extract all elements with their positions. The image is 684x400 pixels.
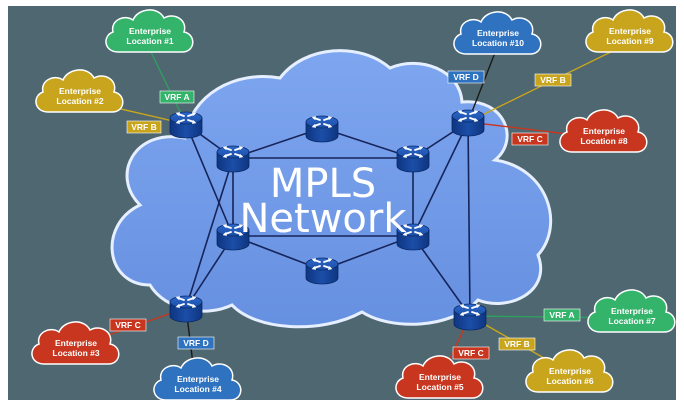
enterprise-location: Enterprise Location #4 bbox=[153, 357, 242, 400]
svg-text:Location #1: Location #1 bbox=[126, 36, 174, 46]
svg-text:VRF D: VRF D bbox=[183, 338, 209, 348]
svg-text:Location #8: Location #8 bbox=[580, 136, 628, 146]
router-core-icon bbox=[305, 115, 339, 143]
vrf-tag: VRF A bbox=[159, 90, 195, 104]
vrf-tag: VRF C bbox=[109, 318, 147, 332]
vrf-tag: VRF B bbox=[498, 337, 536, 351]
vrf-tag: VRF D bbox=[447, 70, 485, 84]
mpls-cloud bbox=[110, 49, 553, 329]
svg-text:Enterprise: Enterprise bbox=[549, 366, 591, 376]
svg-text:VRF B: VRF B bbox=[131, 122, 157, 132]
router-core-icon bbox=[216, 145, 250, 173]
svg-text:Location #10: Location #10 bbox=[472, 38, 524, 48]
svg-text:Location #2: Location #2 bbox=[56, 96, 104, 106]
svg-text:Enterprise: Enterprise bbox=[59, 86, 101, 96]
vrf-tag: VRF B bbox=[126, 120, 162, 134]
svg-text:VRF C: VRF C bbox=[517, 134, 543, 144]
vrf-tag: VRF A bbox=[543, 308, 581, 322]
svg-text:Enterprise: Enterprise bbox=[419, 372, 461, 382]
title-line-2: Network bbox=[239, 196, 407, 242]
enterprise-location: Enterprise Location #2 bbox=[35, 69, 124, 113]
svg-text:VRF A: VRF A bbox=[164, 92, 189, 102]
enterprise-location: Enterprise Location #9 bbox=[585, 9, 674, 53]
svg-text:Enterprise: Enterprise bbox=[611, 306, 653, 316]
vrf-tag: VRF B bbox=[534, 73, 572, 87]
svg-text:Enterprise: Enterprise bbox=[583, 126, 625, 136]
svg-text:VRF C: VRF C bbox=[458, 348, 484, 358]
router-pe-top-right-icon bbox=[451, 109, 485, 137]
enterprise-location: Enterprise Location #8 bbox=[559, 109, 648, 153]
router-pe-bottom-right-icon bbox=[453, 303, 487, 331]
svg-text:Enterprise: Enterprise bbox=[55, 338, 97, 348]
svg-text:VRF D: VRF D bbox=[453, 72, 479, 82]
vrf-tag: VRF C bbox=[452, 346, 490, 360]
svg-text:Location #9: Location #9 bbox=[606, 36, 654, 46]
svg-text:Enterprise: Enterprise bbox=[129, 26, 171, 36]
enterprise-location: Enterprise Location #6 bbox=[525, 349, 614, 393]
router-pe-top-left-icon bbox=[169, 111, 203, 139]
enterprise-location: Enterprise Location #5 bbox=[395, 355, 484, 399]
vrf-tags: VRF A VRF B VRF C VRF D VRF C VRF B VRF … bbox=[109, 70, 581, 360]
enterprise-location: Enterprise Location #3 bbox=[31, 321, 120, 365]
router-core-icon bbox=[305, 257, 339, 285]
router-pe-bottom-left-icon bbox=[169, 295, 203, 323]
svg-text:Enterprise: Enterprise bbox=[609, 26, 651, 36]
svg-text:Location #7: Location #7 bbox=[608, 316, 656, 326]
svg-text:Enterprise: Enterprise bbox=[477, 28, 519, 38]
svg-text:VRF B: VRF B bbox=[504, 339, 530, 349]
svg-text:VRF C: VRF C bbox=[115, 320, 141, 330]
svg-text:Enterprise: Enterprise bbox=[177, 374, 219, 384]
network-title: MPLS Network bbox=[239, 161, 407, 242]
svg-text:Location #6: Location #6 bbox=[546, 376, 594, 386]
svg-text:Location #5: Location #5 bbox=[416, 382, 464, 392]
enterprise-location: Enterprise Location #1 bbox=[105, 9, 194, 53]
svg-text:VRF A: VRF A bbox=[549, 310, 574, 320]
enterprise-location: Enterprise Location #7 bbox=[587, 289, 676, 333]
svg-text:Location #4: Location #4 bbox=[174, 384, 222, 394]
vrf-tag: VRF C bbox=[511, 132, 549, 146]
enterprise-location: Enterprise Location #10 bbox=[453, 11, 542, 55]
svg-text:Location #3: Location #3 bbox=[52, 348, 100, 358]
title-line-1: MPLS bbox=[270, 161, 376, 207]
enterprise-sites: Enterprise Location #1 Enterprise Locati… bbox=[31, 9, 676, 400]
vrf-tag: VRF D bbox=[177, 336, 215, 350]
svg-text:VRF B: VRF B bbox=[540, 75, 566, 85]
router-core-icon bbox=[396, 145, 430, 173]
